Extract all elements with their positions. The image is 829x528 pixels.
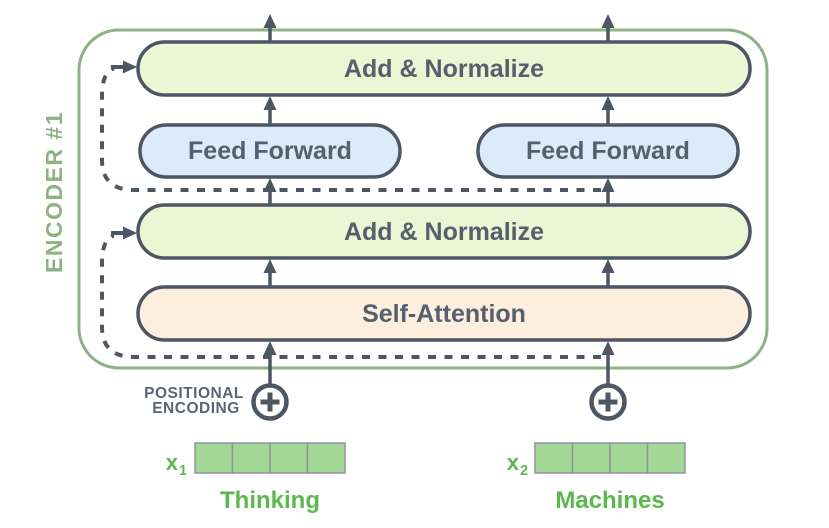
- residual-dashed-path-upper: [100, 66, 601, 192]
- arrow-ff-to-addnorm-left-head: [263, 96, 277, 110]
- residual-connection-lower: [100, 226, 601, 359]
- embedding-cell: [269, 442, 309, 474]
- residual-dashed-path-lower: [100, 233, 601, 359]
- block-self-attention: Self-Attention: [136, 285, 752, 342]
- input-subscript-2: 2: [520, 463, 528, 479]
- embedding-cell: [194, 442, 234, 474]
- arrow-sa-to-addnorm-right-head: [601, 259, 615, 273]
- positional-add-left: [251, 383, 289, 421]
- embedding-cell: [534, 442, 574, 474]
- embedding-cell: [231, 442, 271, 474]
- feed-forward-right-label: Feed Forward: [526, 137, 690, 165]
- arrows-right-column: [601, 14, 615, 386]
- encoder-label: ENCODER #1: [41, 111, 67, 273]
- arrow-input-to-sa-left-head: [263, 341, 277, 355]
- arrow-addnorm-to-ff-left-head: [263, 178, 277, 192]
- residual-connection-upper: [100, 60, 601, 192]
- arrows-left-column: [263, 14, 277, 386]
- add-normalize-mid-box: [136, 203, 752, 260]
- encoder-boundary: [77, 28, 769, 370]
- block-add-normalize-top: Add & Normalize: [136, 40, 752, 97]
- embedding-vector-x2: [534, 442, 686, 474]
- block-add-normalize-mid: Add & Normalize: [136, 203, 752, 260]
- add-normalize-mid-label: Add & Normalize: [344, 218, 544, 246]
- block-feed-forward-left: Feed Forward: [138, 123, 402, 179]
- add-normalize-top-label: Add & Normalize: [344, 55, 544, 83]
- arrowhead-into-add-normalize-top: [123, 60, 137, 74]
- positional-encoding-line2: ENCODING: [152, 400, 240, 417]
- feed-forward-left-label: Feed Forward: [188, 137, 352, 165]
- input-word-thinking: Thinking: [220, 487, 320, 514]
- arrow-input-to-sa-right-head: [601, 341, 615, 355]
- positional-encoding-caption: POSITIONAL ENCODING: [144, 385, 244, 417]
- arrow-out-top-right-head: [601, 14, 615, 28]
- arrowhead-into-add-normalize-mid: [123, 226, 137, 240]
- positional-add-right: [589, 383, 627, 421]
- input-subscript-1: 1: [179, 463, 187, 479]
- add-normalize-top-box: [136, 40, 752, 97]
- embedding-cell: [571, 442, 611, 474]
- arrow-addnorm-to-ff-right-head: [601, 178, 615, 192]
- arrow-out-top-left-head: [263, 14, 277, 28]
- input-symbol-x1: x: [166, 450, 179, 475]
- embedding-vector-x1: [194, 442, 346, 474]
- arrow-ff-to-addnorm-right-head: [601, 96, 615, 110]
- embedding-cell: [646, 442, 686, 474]
- embedding-cell: [609, 442, 649, 474]
- input-symbol-x2: x: [507, 450, 520, 475]
- embedding-cell: [306, 442, 346, 474]
- block-feed-forward-right: Feed Forward: [476, 123, 740, 179]
- input-word-machines: Machines: [555, 487, 664, 514]
- self-attention-box: [136, 285, 752, 342]
- self-attention-label: Self-Attention: [362, 300, 526, 328]
- arrow-sa-to-addnorm-left-head: [263, 259, 277, 273]
- positional-encoding-line1: POSITIONAL: [144, 385, 244, 402]
